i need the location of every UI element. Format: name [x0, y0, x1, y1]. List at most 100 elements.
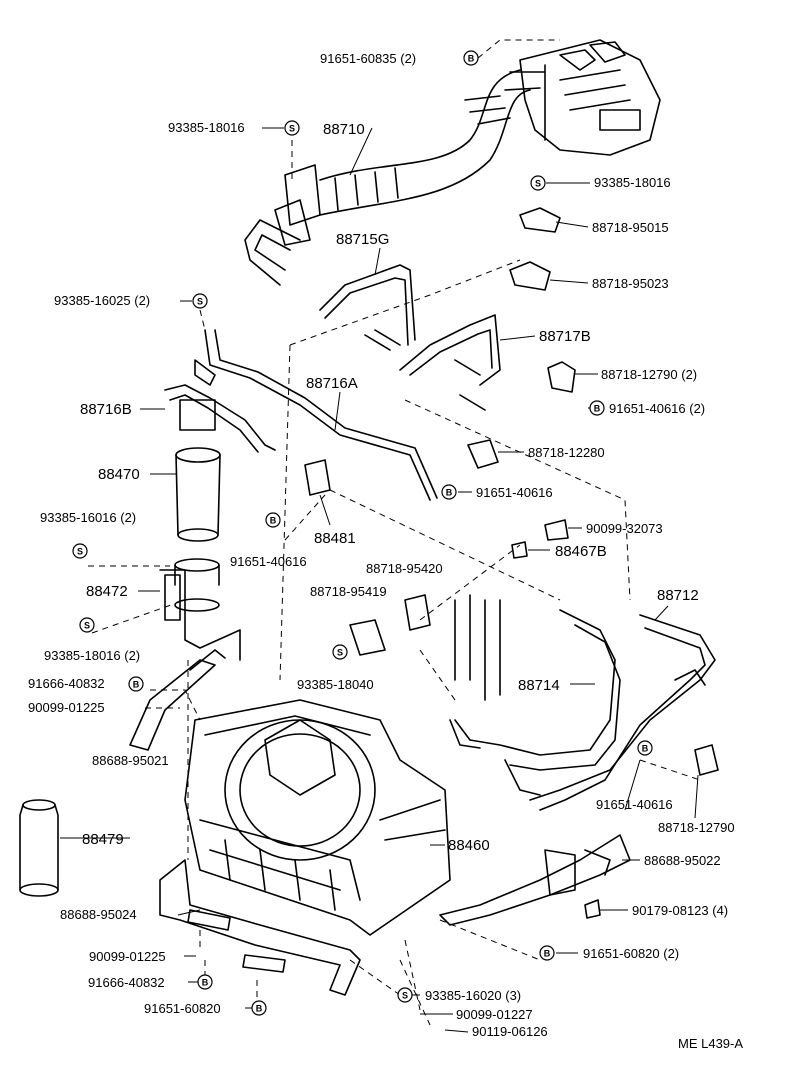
svg-text:S: S [197, 297, 203, 307]
leader-lines [60, 127, 699, 1033]
diagram-code: ME L439-A [678, 1036, 743, 1051]
svg-text:B: B [594, 404, 601, 414]
label-93385-18016: 93385-18016 [168, 120, 245, 135]
label-93385-16020: 93385-16020 (3) [425, 988, 521, 1003]
bracket-88688-95024-drawing [159, 859, 361, 996]
marker-s-icon: S [530, 175, 546, 191]
label-88716a: 88716A [306, 375, 358, 392]
svg-text:S: S [77, 547, 83, 557]
marker-s-icon: S [72, 543, 88, 559]
marker-b-icon: B [251, 1000, 267, 1016]
bracket-88472-drawing [159, 558, 241, 661]
marker-b-icon: B [589, 400, 605, 416]
svg-text:S: S [289, 124, 295, 134]
label-91651-60835: 91651-60835 (2) [320, 51, 416, 66]
svg-text:B: B [446, 488, 453, 498]
label-90099-01227: 90099-01227 [456, 1007, 533, 1022]
hose-88710-drawing [274, 69, 531, 246]
label-90119-06126: 90119-06126 [472, 1024, 548, 1039]
svg-text:B: B [270, 516, 277, 526]
svg-text:S: S [337, 648, 343, 658]
diagram-linework [19, 39, 719, 996]
label-88714: 88714 [518, 677, 560, 694]
hose-88714-drawing [449, 594, 621, 796]
label-88710: 88710 [323, 121, 365, 138]
receiver-88479-drawing [19, 799, 59, 897]
label-88718-95420: 88718-95420 [366, 561, 443, 576]
housing-88460-drawing [184, 699, 451, 936]
label-90179-08123: 90179-08123 (4) [632, 903, 728, 918]
label-90099-32073: 90099-32073 [586, 521, 663, 536]
marker-b-icon: B [265, 512, 281, 528]
label-88715g: 88715G [336, 231, 389, 248]
svg-text:S: S [535, 179, 541, 189]
markers: B S S S B B B S [72, 50, 653, 1016]
svg-text:B: B [133, 680, 140, 690]
label-91651-40616: 91651-40616 [596, 797, 673, 812]
label-88688-95024: 88688-95024 [60, 907, 137, 922]
dashed-lines [88, 39, 701, 1026]
marker-b-icon: B [197, 974, 213, 990]
label-93385-16016: 93385-16016 (2) [40, 510, 136, 525]
label-88716b: 88716B [80, 401, 132, 418]
label-88467b: 88467B [555, 543, 607, 560]
label-88718-12790: 88718-12790 (2) [601, 367, 697, 382]
label-93385-16025: 93385-16025 (2) [54, 293, 150, 308]
label-88718-95023: 88718-95023 [592, 276, 669, 291]
tube-88716b-drawing [164, 384, 276, 453]
label-88472: 88472 [86, 583, 128, 600]
label-91666-40832: 91666-40832 [28, 676, 105, 691]
tube-88717b-drawing [399, 314, 501, 411]
label-88712: 88712 [657, 587, 699, 604]
label-91666-40832: 91666-40832 [88, 975, 165, 990]
tube-88716a-drawing [194, 329, 438, 501]
label-88718-12280: 88718-12280 [528, 445, 605, 460]
svg-text:S: S [402, 991, 408, 1001]
tube-88715g-drawing [244, 219, 416, 351]
bracket-88688-95021-drawing [129, 649, 226, 751]
svg-text:B: B [642, 744, 649, 754]
label-90099-01225: 90099-01225 [28, 700, 105, 715]
label-88481: 88481 [314, 530, 356, 547]
marker-b-icon: B [637, 740, 653, 756]
label-88717b: 88717B [539, 328, 591, 345]
label-90099-01225: 90099-01225 [89, 949, 166, 964]
label-88688-95022: 88688-95022 [644, 853, 721, 868]
label-88479: 88479 [82, 831, 124, 848]
svg-text:B: B [256, 1004, 263, 1014]
part-labels: 91651-60835 (2) 93385-18016 88710 93385-… [28, 51, 743, 1051]
label-88718-12790: 88718-12790 [658, 820, 735, 835]
label-93385-18040: 93385-18040 [297, 677, 374, 692]
label-88470: 88470 [98, 466, 140, 483]
label-91651-60820: 91651-60820 (2) [583, 946, 679, 961]
marker-b-icon: B [463, 50, 479, 66]
clips-drawing [304, 207, 719, 919]
marker-b-icon: B [539, 945, 555, 961]
label-91651-40616: 91651-40616 (2) [609, 401, 705, 416]
marker-s-icon: S [332, 644, 348, 660]
svg-text:B: B [544, 949, 551, 959]
label-91651-40616: 91651-40616 [230, 554, 307, 569]
label-93385-18016: 93385-18016 (2) [44, 648, 140, 663]
label-91651-40616: 91651-40616 [476, 485, 553, 500]
receiver-88470-drawing [175, 447, 221, 542]
hose-88712-drawing [529, 614, 716, 811]
compressor-drawing [504, 39, 661, 156]
marker-s-icon: S [192, 293, 208, 309]
marker-b-icon: B [441, 484, 457, 500]
label-93385-18016: 93385-18016 [594, 175, 671, 190]
svg-text:B: B [202, 978, 209, 988]
label-88718-95015: 88718-95015 [592, 220, 669, 235]
label-88718-95419: 88718-95419 [310, 584, 387, 599]
marker-s-icon: S [79, 617, 95, 633]
marker-b-icon: B [128, 676, 144, 692]
label-88688-95021: 88688-95021 [92, 753, 169, 768]
svg-text:B: B [468, 54, 475, 64]
label-91651-60820: 91651-60820 [144, 1001, 221, 1016]
label-88460: 88460 [448, 837, 490, 854]
marker-s-icon: S [397, 987, 413, 1003]
marker-s-icon: S [284, 120, 300, 136]
svg-text:S: S [84, 621, 90, 631]
